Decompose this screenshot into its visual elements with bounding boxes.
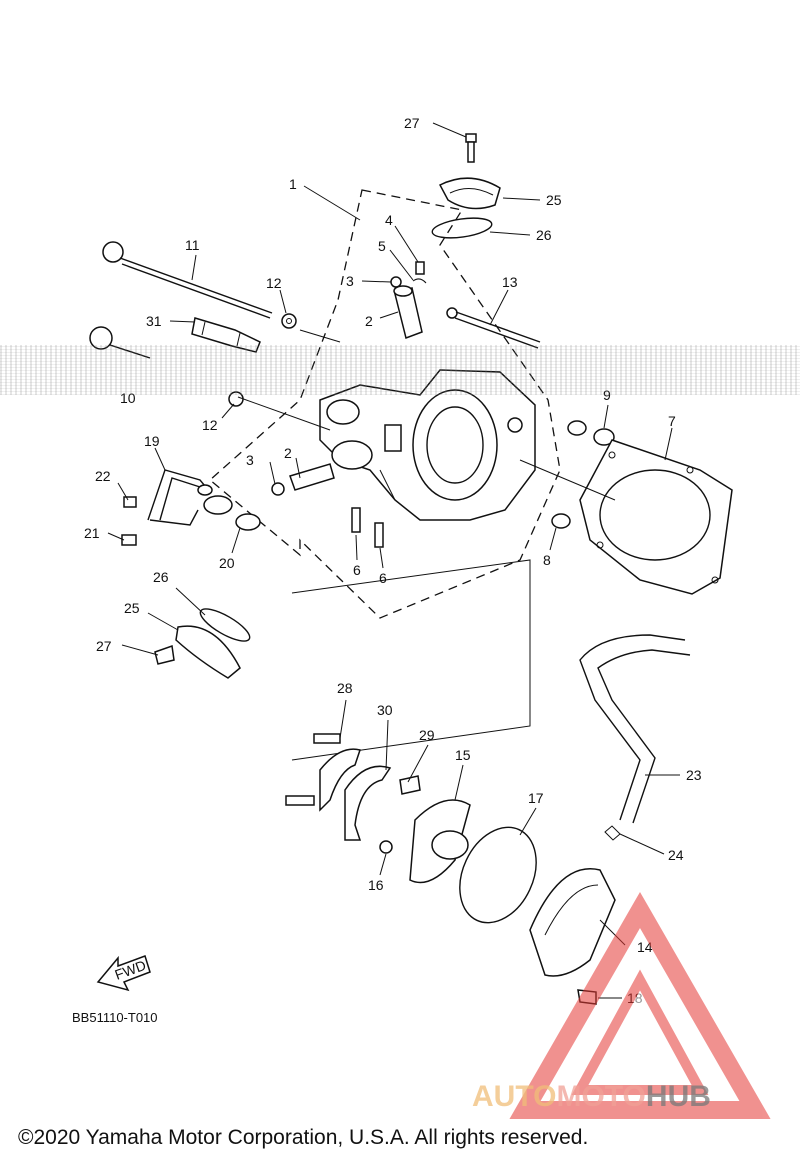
callout-16: 16 [368, 877, 384, 893]
callout-20: 20 [219, 555, 235, 571]
callout-3: 3 [346, 273, 354, 289]
callout-26: 26 [536, 227, 552, 243]
callout-15: 15 [455, 747, 471, 763]
leader-lines [107, 122, 680, 999]
o-ring-3-top [390, 276, 402, 288]
bolt-4 [415, 261, 425, 275]
stud-bolt-right [446, 307, 541, 349]
bolt-16 [379, 840, 393, 854]
callout-2-lower: 2 [284, 445, 292, 461]
cylinder-head-cap-top [438, 133, 501, 210]
callout-30: 30 [377, 702, 393, 718]
callout-12: 12 [266, 275, 282, 291]
scan-noise-band [0, 345, 800, 395]
cylinder-head-gasket [579, 439, 733, 595]
stud-bolt-long [102, 241, 273, 319]
cylinder-head-assembly-boundary [209, 189, 561, 619]
callout-10: 10 [120, 390, 136, 406]
callout-27: 27 [404, 115, 420, 131]
callout-28: 28 [337, 680, 353, 696]
diagram-code: BB51110-T010 [72, 1010, 158, 1025]
callout-6a: 6 [353, 562, 361, 578]
callout-25: 25 [546, 192, 562, 208]
plate-30 [344, 765, 392, 841]
o-ring-17 [459, 826, 537, 924]
bolt-27-lower [154, 644, 175, 665]
joint-20 [203, 495, 261, 531]
stud-6b [374, 522, 384, 548]
bolt-21 [121, 534, 137, 546]
watermark-part3: HUB [645, 1080, 711, 1113]
hose-23 [579, 634, 691, 824]
clamp-24 [604, 825, 621, 841]
callout-27-lower: 27 [96, 638, 112, 654]
callout-1: 1 [289, 176, 297, 192]
stud-6a [351, 507, 361, 533]
callout-8: 8 [543, 552, 551, 568]
callout-24: 24 [668, 847, 684, 863]
lower-assembly-boundary [291, 559, 531, 761]
valve-guide-top [393, 285, 423, 339]
callout-19: 19 [144, 433, 160, 449]
callout-13: 13 [502, 274, 518, 290]
dowel-pin-upper [567, 420, 587, 436]
callout-7: 7 [668, 413, 676, 429]
breather-pipe [147, 469, 213, 526]
callout-26-lower: 26 [153, 569, 169, 585]
callout-6b: 6 [379, 570, 387, 586]
watermark-part1: AUTO [472, 1080, 557, 1113]
callout-23: 23 [686, 767, 702, 783]
bolt-10 [89, 326, 151, 359]
callout-5: 5 [378, 238, 386, 254]
fwd-arrow-icon: FWD [96, 955, 151, 992]
watermark-text: AUTOMOTOHUB [472, 1080, 711, 1114]
copyright-notice: ©2020 Yamaha Motor Corporation, U.S.A. A… [18, 1126, 589, 1149]
callout-11: 11 [185, 237, 200, 253]
watermark-logo [509, 891, 771, 1119]
callout-3-lower: 3 [246, 452, 254, 468]
cap-lower [175, 625, 241, 679]
o-ring-top [431, 217, 493, 239]
washer-9 [593, 428, 615, 446]
callout-4: 4 [385, 212, 393, 228]
bolt-29 [399, 775, 421, 795]
spark-plug [191, 317, 261, 353]
callout-numbers: 27 25 26 1 4 5 3 2 11 12 13 31 10 12 9 7… [84, 115, 702, 1006]
bracket-28 [285, 733, 361, 812]
cylinder-head [319, 369, 536, 521]
washer-top [281, 313, 297, 329]
callout-17: 17 [528, 790, 544, 806]
callout-9: 9 [603, 387, 611, 403]
o-ring-3-lower [271, 482, 285, 496]
housing-seal [409, 799, 471, 884]
cover-14 [529, 868, 616, 977]
valve-guide-lower [289, 463, 335, 491]
callout-29: 29 [419, 727, 435, 743]
watermark-part2: MOTO [556, 1080, 646, 1113]
bolt-22 [123, 496, 137, 508]
callout-12-lower: 12 [202, 417, 218, 433]
callout-21: 21 [84, 525, 100, 541]
callout-31: 31 [146, 313, 162, 329]
dowel-pin-8 [551, 513, 571, 529]
callout-22: 22 [95, 468, 111, 484]
callout-25-lower: 25 [124, 600, 140, 616]
callout-2: 2 [365, 313, 373, 329]
clip-5 [412, 278, 427, 284]
